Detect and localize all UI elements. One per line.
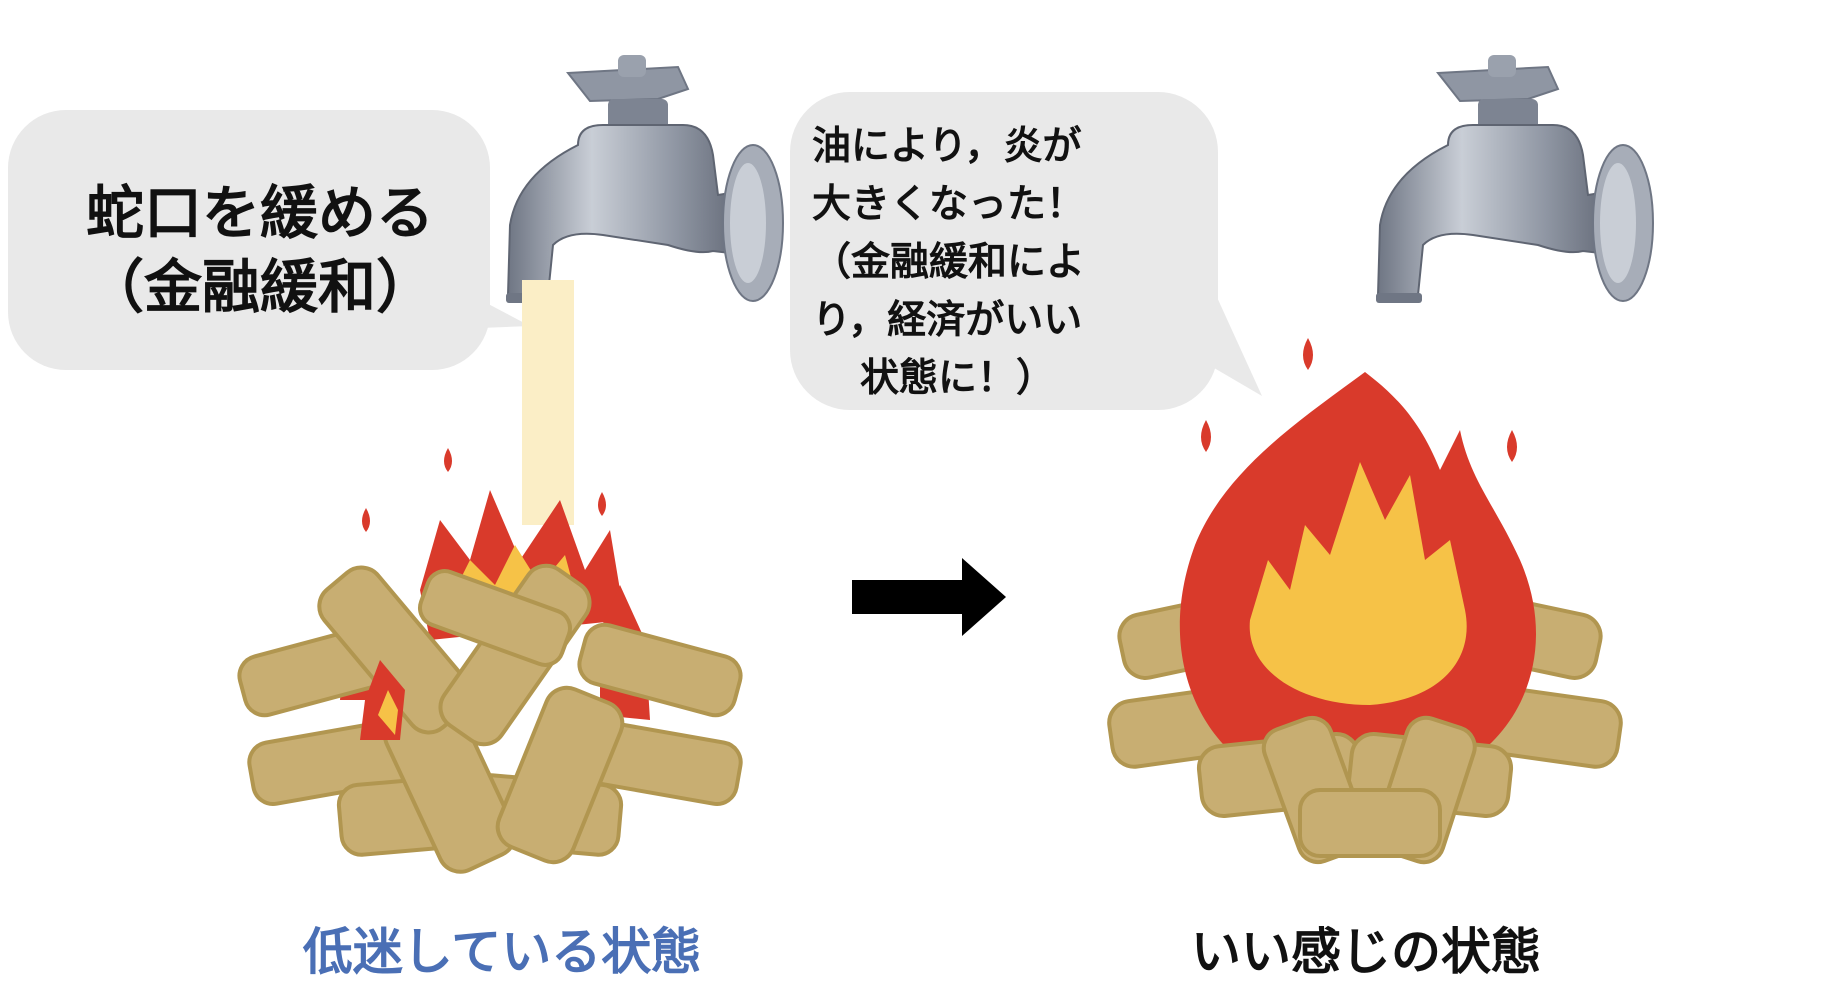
oil-stream (522, 280, 574, 525)
right-bubble-line: （金融緩和によ (812, 240, 1086, 285)
campfire-icon (1107, 338, 1623, 865)
arrow-right-icon (852, 558, 1006, 636)
right-bubble-line: 大きくなった！ (812, 182, 1086, 227)
faucet-icon (505, 54, 784, 304)
left-bubble-line: （金融緩和） (85, 253, 434, 321)
right-bubble-line: り，経済がいい (812, 298, 1083, 343)
right-bubble-line: 油により，炎が (812, 124, 1082, 169)
left-bubble-text: 蛇口を緩める （金融緩和） (40, 176, 480, 324)
left-speech-bubble (8, 110, 530, 370)
right-speech-bubble (790, 92, 1262, 410)
right-bubble-text: 油により，炎が 大きくなった！ （金融緩和によ り，経済がいい 状態に！） (812, 118, 1182, 408)
caption-right: いい感じの状態 (1191, 923, 1541, 981)
right-bubble-line: 状態に！） (860, 356, 1056, 401)
faucet-icon (1375, 54, 1654, 304)
campfire-icon (237, 448, 743, 874)
left-bubble-line: 蛇口を緩める (85, 179, 434, 247)
caption-left: 低迷している状態 (302, 923, 702, 981)
